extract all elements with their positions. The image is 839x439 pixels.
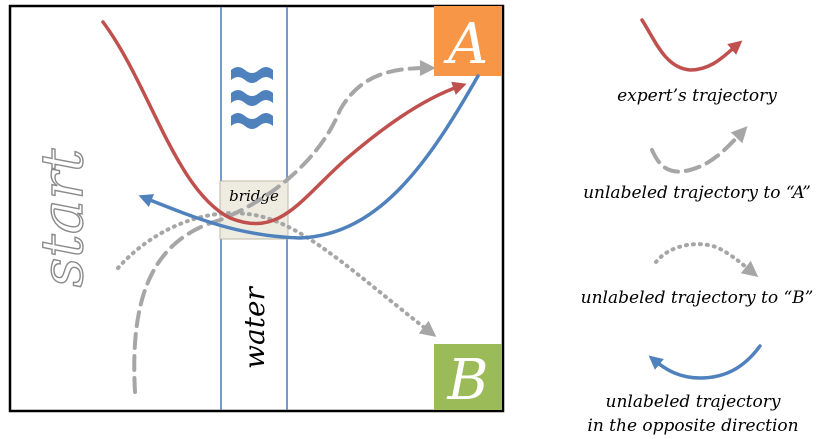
- trajectory-unlabeled-to-a: [132, 60, 436, 394]
- legend-unlabeled-b-sample: [654, 242, 759, 277]
- trajectory-unlabeled-to-b: [116, 211, 437, 337]
- bridge-label: bridge: [229, 187, 279, 205]
- goal-b-box: [434, 344, 502, 410]
- water-waves-icon: [231, 67, 273, 129]
- start-label: start: [28, 148, 96, 287]
- legend-expert-sample: [640, 18, 743, 72]
- legend-opposite-text-line2: in the opposite direction: [587, 416, 798, 436]
- legend-opposite-text-line1: unlabeled trajectory: [606, 392, 781, 412]
- legend-unlabeled-a-text: unlabeled trajectory to “A”: [583, 183, 811, 203]
- water-label: water: [238, 285, 271, 368]
- legend-expert-text: expert’s trajectory: [617, 86, 777, 106]
- legend-unlabeled-b-text: unlabeled trajectory to “B”: [581, 288, 814, 308]
- legend-opposite-sample: [648, 344, 762, 380]
- legend-unlabeled-a-sample: [650, 126, 748, 174]
- goal-a-box: [434, 6, 502, 76]
- trajectory-expert: [101, 20, 467, 226]
- goal-a-label: A: [443, 12, 488, 77]
- goal-b-label: B: [446, 348, 488, 413]
- trajectory-opposite-direction: [138, 74, 480, 240]
